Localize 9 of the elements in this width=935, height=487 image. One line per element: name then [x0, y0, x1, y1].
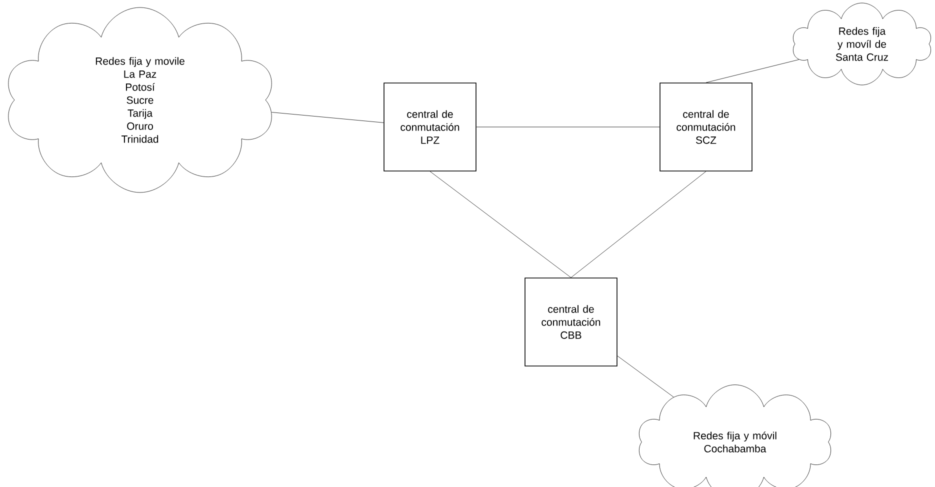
connector-line: [617, 356, 674, 398]
switching-center-box: central de conmutación LPZ: [384, 82, 476, 172]
switching-center-box: central de conmutación SCZ: [660, 82, 752, 172]
connector-line: [430, 171, 572, 278]
connector-line: [476, 126, 660, 128]
connector-line: [706, 59, 800, 83]
switching-center-box: central de conmutación CBB: [524, 278, 618, 366]
connector-line: [570, 171, 706, 278]
connector-line: [272, 112, 384, 123]
